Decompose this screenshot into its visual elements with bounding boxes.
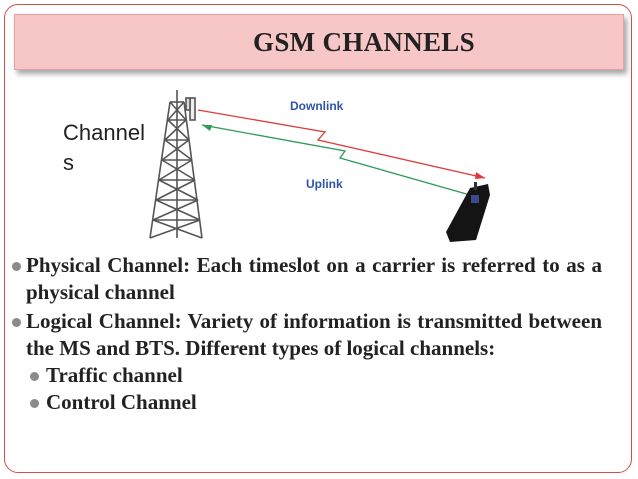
bullet-text: Variety of information is transmitted be… — [26, 309, 602, 360]
uplink-arrow — [201, 124, 471, 196]
mobile-phone-icon — [446, 182, 490, 242]
bullet-dot-icon — [12, 318, 21, 327]
bullet-text: Each timeslot on a carrier is referred t… — [26, 253, 602, 304]
bts-tower-icon — [149, 90, 203, 239]
bullet-label: Physical Channel: — [26, 253, 191, 277]
side-caption: Channels — [63, 120, 145, 175]
bullet-dot-icon — [30, 399, 39, 408]
sub-bullet-text: Traffic channel — [46, 363, 183, 387]
downlink-label: Downlink — [290, 99, 344, 113]
downlink-arrow — [197, 109, 486, 179]
title-bar: GSM CHANNELS — [14, 14, 624, 70]
bullet-label: Logical Channel: — [26, 309, 182, 333]
sub-list-item: Traffic channel — [26, 362, 602, 389]
list-item: Physical Channel: Each timeslot on a car… — [12, 252, 602, 306]
sub-bullet-text: Control Channel — [46, 390, 197, 414]
page-title: GSM CHANNELS — [253, 26, 475, 57]
content-body: Physical Channel: Each timeslot on a car… — [12, 252, 602, 416]
slide-frame — [4, 4, 632, 473]
list-item: Logical Channel: Variety of information … — [12, 308, 602, 362]
gsm-link-diagram: Downlink Uplink — [149, 90, 490, 242]
sub-list-item: Control Channel — [26, 389, 602, 416]
bullet-dot-icon — [12, 262, 21, 271]
bullet-dot-icon — [30, 372, 39, 381]
uplink-label: Uplink — [306, 177, 343, 191]
